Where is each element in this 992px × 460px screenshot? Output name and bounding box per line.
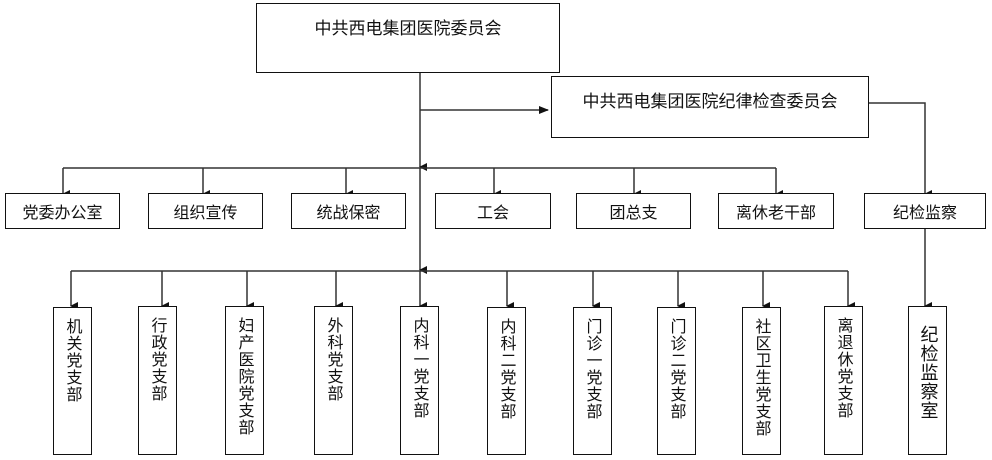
department-box: 党委办公室 [5,193,120,229]
department-label: 党委办公室 [22,203,103,222]
discipline-department-label: 纪检监察 [892,203,957,222]
branch-box: 离退休党支部 [824,306,863,455]
department-label: 离休老干部 [735,203,816,222]
department-label: 团总支 [609,203,658,222]
branch-box: 外科党支部 [314,306,353,455]
branch-box: 妇产医院党支部 [225,306,264,455]
discipline-office-label: 纪检监察室 [917,325,939,420]
branch-label: 门诊一党支部 [583,318,603,420]
discipline-committee-box: 中共西电集团医院纪律检查委员会 [551,76,869,138]
branch-label: 离退休党支部 [834,317,854,419]
branch-box: 行政党支部 [138,306,177,455]
branch-box: 内科一党支部 [400,306,439,455]
root-committee-label: 中共西电集团医院委员会 [314,19,502,39]
branch-box: 社区卫生党支部 [742,307,781,455]
branch-box: 门诊二党支部 [657,307,696,455]
branch-label: 内科一党支部 [410,317,430,419]
branch-label: 内科二党支部 [497,318,517,420]
branch-label: 社区卫生党支部 [752,318,772,437]
branch-label: 机关党支部 [63,318,83,403]
department-box: 统战保密 [291,193,406,229]
branch-label: 门诊二党支部 [667,318,687,420]
branch-box: 内科二党支部 [487,307,526,455]
discipline-committee-label: 中共西电集团医院纪律检查委员会 [582,92,838,112]
department-label: 统战保密 [316,203,381,222]
branch-box: 门诊一党支部 [573,307,612,455]
department-label: 工会 [476,203,509,222]
branch-label: 妇产医院党支部 [235,317,255,436]
discipline-department-box: 纪检监察 [864,193,986,229]
department-box: 离休老干部 [718,193,834,229]
discipline-to-dept-line [868,102,932,198]
root-committee-box: 中共西电集团医院委员会 [256,3,560,73]
branch-label: 外科党支部 [324,317,344,402]
department-box: 组织宣传 [148,193,263,229]
department-box: 团总支 [576,193,691,229]
department-label: 组织宣传 [173,203,238,222]
branch-label: 行政党支部 [148,317,168,402]
discipline-office-box: 纪检监察室 [908,306,947,455]
department-box: 工会 [435,193,551,229]
branch-box: 机关党支部 [53,307,92,455]
